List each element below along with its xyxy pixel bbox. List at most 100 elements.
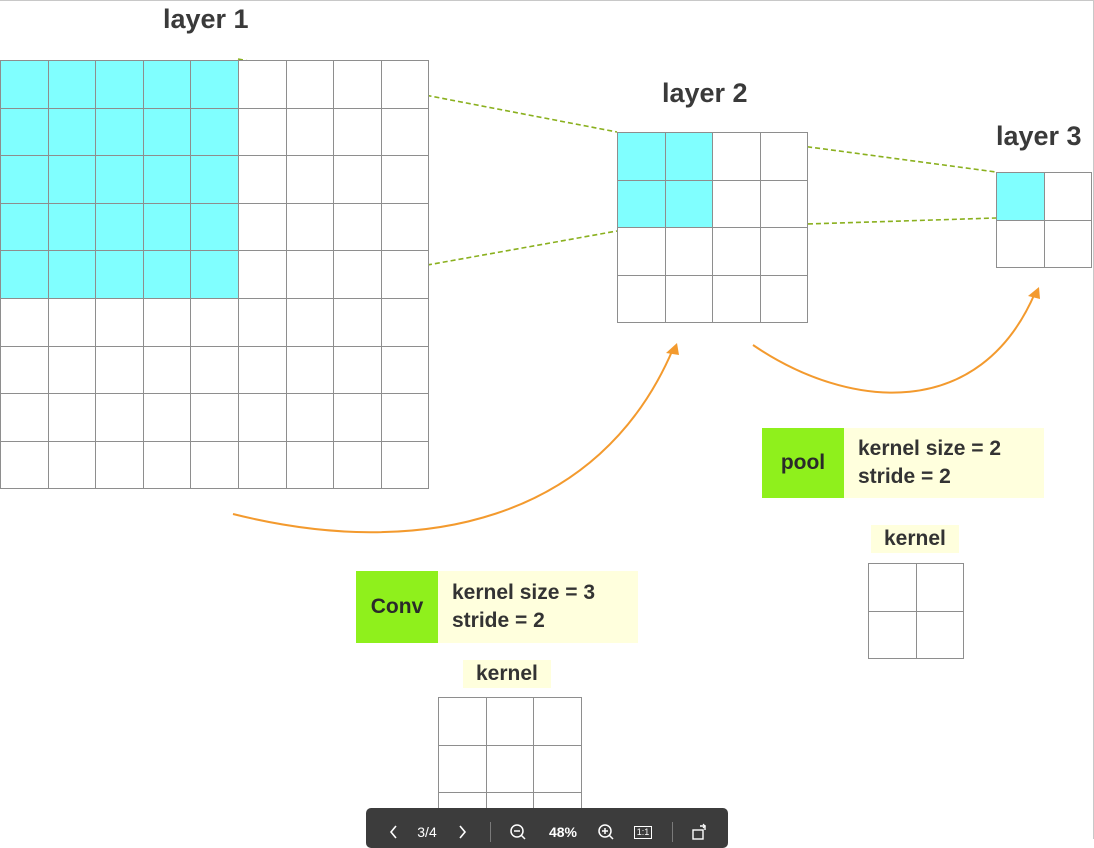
pool-kernel-cell xyxy=(868,563,917,612)
layer-3-title: layer 3 xyxy=(996,121,1082,151)
layer-2-cell xyxy=(712,274,761,324)
layer-1-cell xyxy=(190,393,239,442)
layer-2-cell xyxy=(712,179,761,229)
layer-1-cell xyxy=(380,60,430,109)
layer-1-cell xyxy=(0,202,49,252)
layer-1-cell xyxy=(0,107,49,157)
layer-1-cell xyxy=(238,393,287,442)
layer-1-cell xyxy=(380,393,430,442)
layer-1-cell xyxy=(380,298,430,347)
layer-1-cell xyxy=(285,60,335,109)
pool-arrowhead xyxy=(1028,287,1040,299)
pool-stride: stride = 2 xyxy=(858,465,951,488)
conv-stride: stride = 2 xyxy=(452,609,545,632)
layer-2-cell xyxy=(712,227,761,276)
pool-label: pool xyxy=(762,428,844,498)
rotate-icon xyxy=(692,823,706,840)
layer-1-cell xyxy=(47,155,97,204)
layer-1-cell xyxy=(238,345,287,395)
layer-1-cell xyxy=(238,298,287,347)
prev-page-button[interactable] xyxy=(386,823,402,841)
pool-kernel-size: kernel size = 2 xyxy=(858,437,1002,460)
layer-2-cell xyxy=(712,132,761,181)
layer-1-cell xyxy=(142,202,192,252)
layer-2-cell xyxy=(759,132,809,181)
layer-1-cell xyxy=(380,107,430,157)
layer-1-cell xyxy=(95,298,144,347)
zoom-level: 48% xyxy=(548,824,578,840)
conv-arrow xyxy=(232,348,674,534)
layer-3-cell xyxy=(996,219,1045,268)
layer-1-cell xyxy=(47,250,97,299)
layer-1-cell xyxy=(285,440,335,490)
conv-arrowhead xyxy=(666,343,679,355)
conv-kernel-cell xyxy=(485,697,534,746)
layer-1-cell xyxy=(47,202,97,252)
layer-1-cell xyxy=(285,345,335,395)
layer-1-cell xyxy=(47,298,97,347)
layer-1-cell xyxy=(0,393,49,442)
layer-1-title: layer 1 xyxy=(163,4,249,34)
layer-1-cell xyxy=(238,440,287,490)
layer-2-cell xyxy=(759,179,809,229)
layer-2-cell xyxy=(759,227,809,276)
conv-kernel-cell xyxy=(438,744,487,793)
layer-1-cell xyxy=(333,298,382,347)
layer-1-cell xyxy=(380,202,430,252)
layer-2-cell xyxy=(664,274,714,324)
layer-1-cell xyxy=(0,440,49,490)
layer-1-cell xyxy=(0,250,49,299)
layer-3-cell xyxy=(1043,219,1092,268)
layer-1-cell xyxy=(190,440,239,490)
layer-1-cell xyxy=(190,345,239,395)
layer-1-cell xyxy=(142,250,192,299)
layer-1-cell xyxy=(380,440,430,490)
layer-1-cell xyxy=(47,345,97,395)
layer-3-cell xyxy=(996,172,1045,221)
layer-1-cell xyxy=(333,440,382,490)
layer-1-cell xyxy=(95,440,144,490)
layer-1-cell xyxy=(190,107,239,157)
actual-size-button[interactable]: 1:1 xyxy=(632,823,654,841)
pool-kernel-cell xyxy=(868,610,917,659)
projection-line-l2-bottom xyxy=(711,217,997,228)
zoom-out-icon xyxy=(510,824,526,840)
zoom-out-button[interactable] xyxy=(508,823,528,841)
conv-params: kernel size = 3 stride = 2 xyxy=(438,571,638,643)
layer-1-cell xyxy=(238,60,287,109)
layer-2-grid xyxy=(617,132,809,324)
page-indicator: 3/4 xyxy=(417,824,437,840)
layer-1-cell xyxy=(333,250,382,299)
layer-1-cell xyxy=(95,60,144,109)
layer-1-cell xyxy=(285,107,335,157)
layer-2-cell xyxy=(664,132,714,181)
layer-1-cell xyxy=(333,107,382,157)
layer-1-cell xyxy=(47,60,97,109)
layer-1-cell xyxy=(47,107,97,157)
layer-2-cell xyxy=(664,227,714,276)
layer-1-cell xyxy=(380,345,430,395)
conv-label: Conv xyxy=(356,571,438,643)
zoom-in-button[interactable] xyxy=(596,823,616,841)
layer-3-grid xyxy=(996,172,1092,268)
layer-1-cell xyxy=(285,155,335,204)
layer-1-cell xyxy=(333,60,382,109)
next-page-button[interactable] xyxy=(454,823,470,841)
layer-2-cell xyxy=(617,179,666,229)
layer-1-cell xyxy=(238,107,287,157)
layer-2-cell xyxy=(617,274,666,324)
pool-params: kernel size = 2 stride = 2 xyxy=(844,428,1044,498)
conv-kernel-cell xyxy=(533,744,582,793)
layer-1-cell xyxy=(95,345,144,395)
layer-1-cell xyxy=(95,250,144,299)
conv-kernel-size: kernel size = 3 xyxy=(452,581,596,604)
layer-1-cell xyxy=(95,202,144,252)
layer-2-cell xyxy=(617,132,666,181)
layer-1-cell xyxy=(190,60,239,109)
layer-2-cell xyxy=(759,274,809,324)
rotate-button[interactable] xyxy=(690,823,710,841)
layer-1-cell xyxy=(47,393,97,442)
layer-1-cell xyxy=(142,440,192,490)
chevron-left-icon xyxy=(389,825,397,839)
